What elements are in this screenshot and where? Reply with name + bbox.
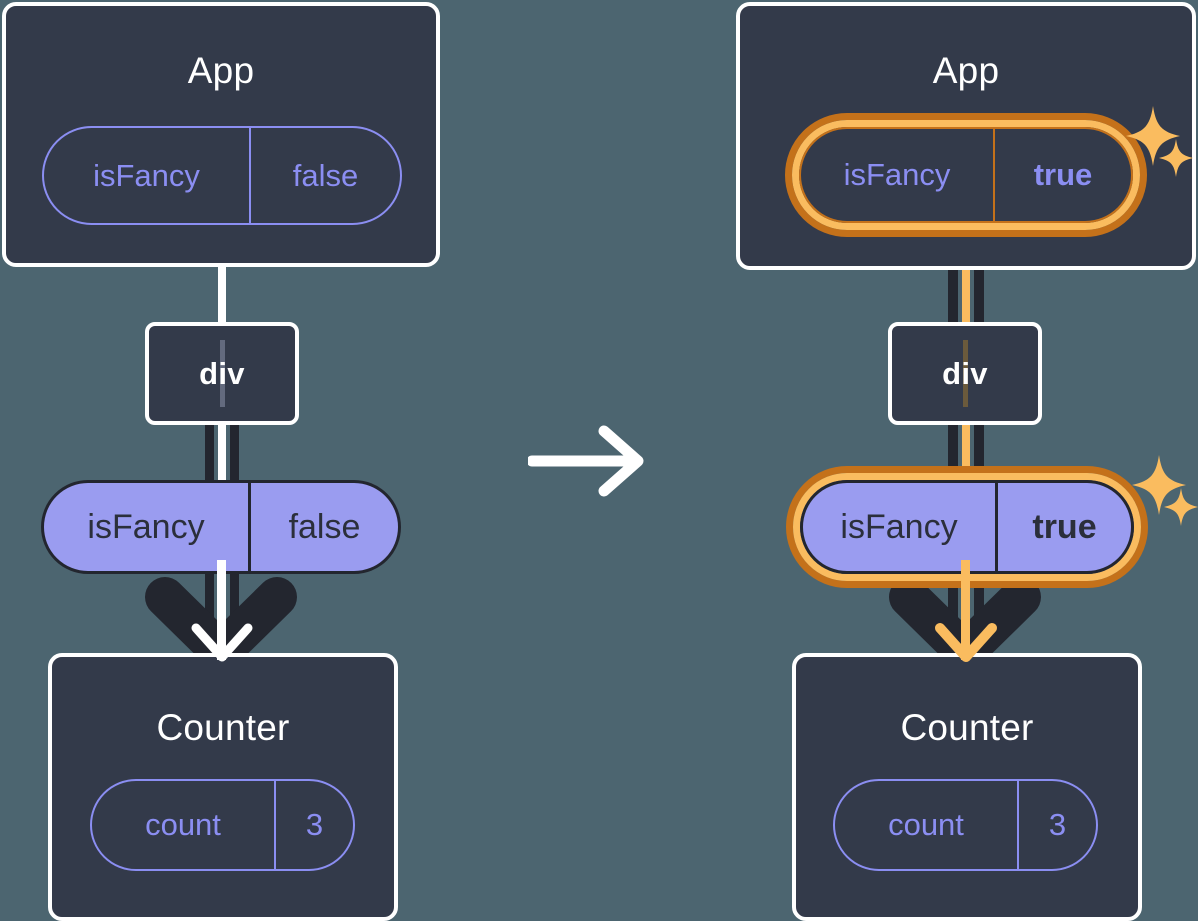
app-state-pill-value-after: true	[993, 129, 1131, 221]
counter-title-after: Counter	[900, 707, 1034, 748]
props-pill-key-after: isFancy	[840, 507, 958, 546]
app-state-pill-key-after: isFancy	[843, 157, 951, 192]
counter-title-before: Counter	[156, 707, 290, 748]
div-node-after: div	[888, 322, 1042, 425]
wire-app-to-div-after	[948, 228, 984, 328]
wire-div-to-props-after	[948, 420, 984, 490]
counter-state-pill-key-after: count	[888, 807, 964, 842]
app-state-pill-after[interactable]: isFancy true	[799, 127, 1133, 223]
app-state-pill-key-before: isFancy	[93, 157, 200, 193]
wire-app-to-div-before	[218, 262, 226, 328]
div-node-label-before: div	[199, 355, 245, 391]
app-state-pill-before[interactable]: isFancy false	[42, 126, 402, 225]
app-state-pill-value-before: false	[249, 128, 400, 223]
app-title-before: App	[187, 50, 255, 91]
wire-props-to-counter-before	[205, 560, 239, 660]
wire-div-to-props-before	[205, 420, 239, 490]
props-pill-value-before: false	[248, 483, 398, 571]
props-pill-before[interactable]: isFancy false	[41, 480, 401, 574]
div-node-before: div	[145, 322, 299, 425]
div-node-label-after: div	[942, 355, 988, 391]
right-arrow-icon	[528, 425, 644, 497]
transition-arrow	[528, 425, 644, 497]
app-state-pill-highlight-after	[785, 113, 1147, 237]
props-pill-key-before: isFancy	[87, 507, 205, 546]
props-pill-value-after: true	[995, 483, 1131, 571]
counter-state-pill-value-before: 3	[274, 781, 353, 869]
props-pill-after[interactable]: isFancy true	[800, 480, 1134, 574]
app-title-after: App	[932, 50, 1000, 91]
counter-state-pill-before[interactable]: count 3	[90, 779, 355, 871]
counter-state-pill-key-before: count	[145, 807, 221, 842]
counter-state-pill-value-after: 3	[1017, 781, 1096, 869]
counter-state-pill-after[interactable]: count 3	[833, 779, 1098, 871]
